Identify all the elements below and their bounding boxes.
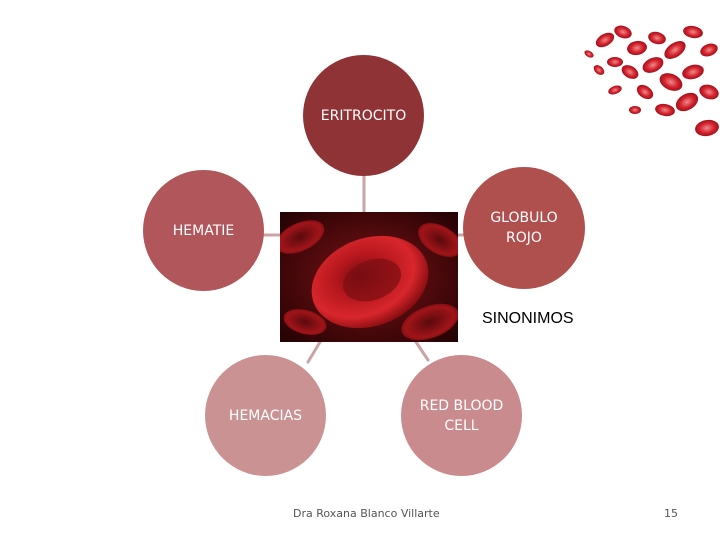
node-eritrocito-label: ERITROCITO [320, 107, 407, 124]
node-hemacias-label: HEMACIAS [228, 407, 303, 424]
node-red-blood-cell-label: RED BLOOD CELL [419, 397, 504, 434]
node-globulo-rojo: GLOBULO ROJO [463, 167, 585, 289]
blood-cells-decoration-image [584, 25, 719, 137]
node-hematie-label: HEMATIE [172, 222, 235, 239]
node-red-blood-cell: RED BLOOD CELL [401, 355, 522, 476]
node-hemacias: HEMACIAS [205, 355, 326, 476]
caption-sinonimos: SINONIMOS [482, 310, 574, 327]
node-eritrocito: ERITROCITO [303, 55, 424, 176]
page-number: 15 [664, 507, 678, 520]
node-globulo-rojo-label: GLOBULO ROJO [490, 210, 558, 246]
red-blood-cell-image [280, 212, 458, 342]
node-hematie: HEMATIE [143, 170, 264, 291]
footer-author: Dra Roxana Blanco Villarte [293, 507, 440, 520]
